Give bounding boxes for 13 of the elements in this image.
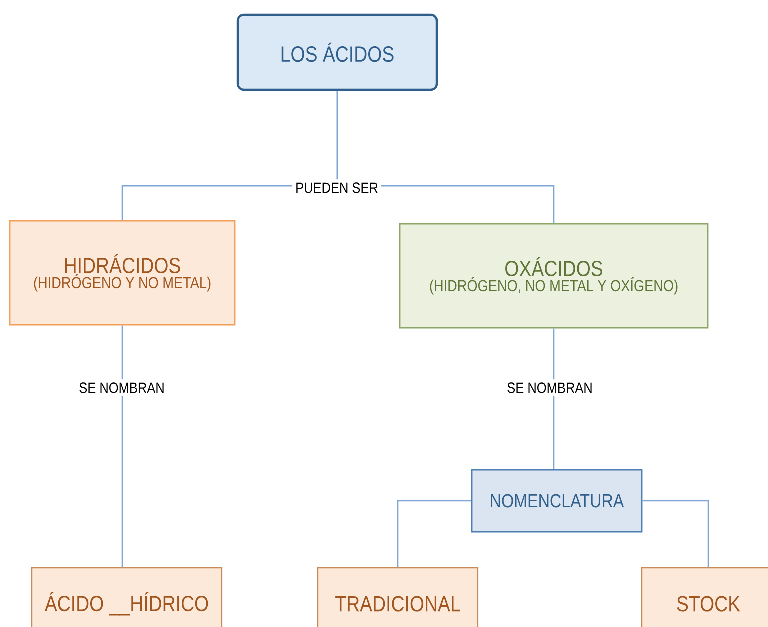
connector-line (397, 500, 472, 568)
concept-box: LOS ÁCIDOS (236, 14, 438, 92)
connector-line (642, 500, 710, 568)
concept-box: HIDRÁCIDOS (HIDRÓGENO Y NO METAL) (9, 220, 236, 326)
concept-box: NOMENCLATURA (471, 469, 643, 533)
concept-box: STOCK (641, 567, 768, 627)
concept-box: TRADICIONAL (317, 567, 479, 627)
concept-box: OXÁCIDOS (HIDRÓGENO, NO METAL Y OXÍGENO) (399, 223, 709, 329)
edge-label: SE NOMBRAN (504, 380, 596, 396)
edge-label: SE NOMBRAN (76, 380, 168, 396)
concept-box: ÁCIDO __HÍDRICO (31, 567, 223, 627)
connector-line (122, 326, 124, 568)
edge-label: PUEDEN SER (292, 180, 382, 196)
